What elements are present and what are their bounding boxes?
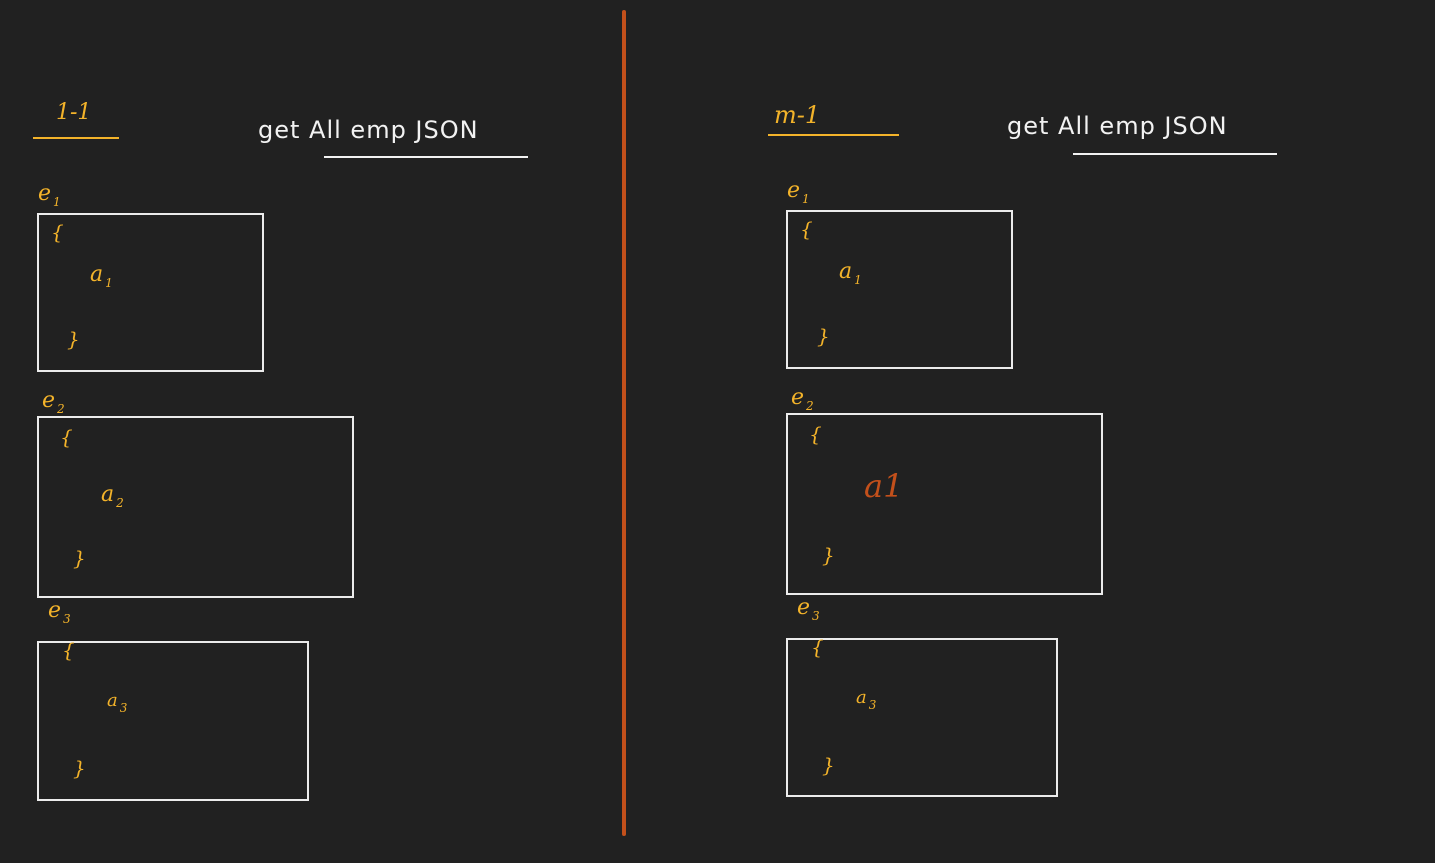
right-title-underline (1073, 153, 1277, 155)
left-entry-1-open-brace: { (51, 220, 64, 244)
left-entry-2-box (37, 416, 354, 598)
right-entry-1-close-brace: } (817, 324, 830, 348)
left-entry-3-open-brace: { (62, 638, 75, 662)
left-title-underline (324, 156, 528, 158)
left-entry-2-open-brace: { (60, 425, 73, 449)
right-entry-3-open-brace: { (811, 635, 824, 659)
right-entry-2-box (786, 413, 1103, 595)
right-heading-underline (768, 134, 899, 136)
left-heading-underline (33, 137, 119, 139)
left-entry-1-close-brace: } (67, 327, 80, 351)
right-heading: m-1 (774, 101, 821, 129)
right-entry-3-box (786, 638, 1058, 797)
right-entry-2-content: a1 (864, 467, 904, 505)
left-entry-3-close-brace: } (73, 756, 86, 780)
left-title: get All emp JSON (258, 116, 479, 144)
right-title: get All emp JSON (1007, 112, 1228, 140)
left-entry-2-close-brace: } (73, 546, 86, 570)
right-entry-1-box (786, 210, 1013, 369)
right-entry-3-close-brace: } (822, 753, 835, 777)
right-entry-2-open-brace: { (809, 422, 822, 446)
left-entry-1-box (37, 213, 264, 372)
center-divider (622, 10, 626, 836)
left-heading: 1-1 (56, 100, 92, 125)
right-entry-2-close-brace: } (822, 543, 835, 567)
left-entry-3-box (37, 641, 309, 801)
right-entry-1-open-brace: { (800, 217, 813, 241)
